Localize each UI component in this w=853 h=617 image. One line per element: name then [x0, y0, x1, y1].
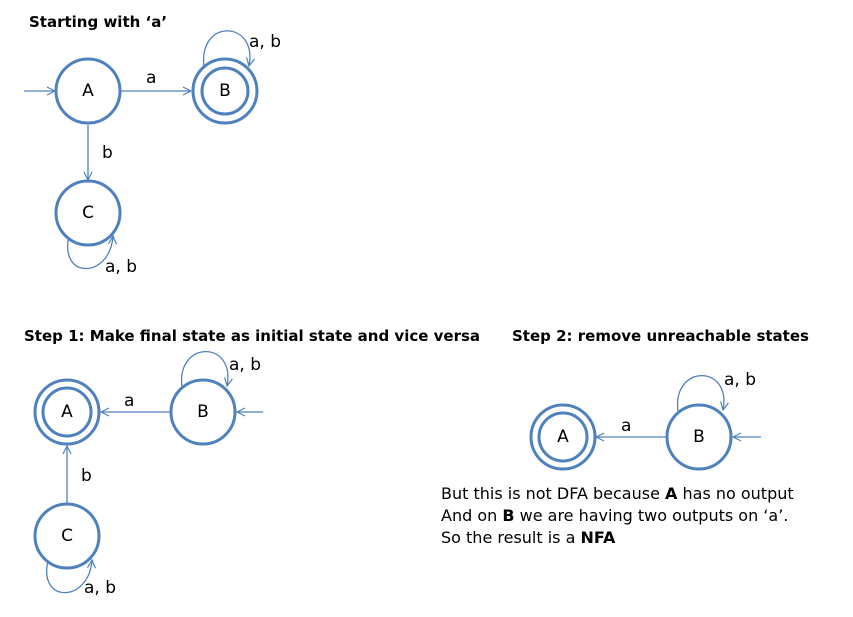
state-label-B: B [219, 81, 231, 101]
step1-automaton: Step 1: Make final state as initial stat… [24, 327, 480, 598]
state-C [54, 179, 122, 247]
loop-label-C-step1: a, b [84, 578, 116, 598]
note-text: And on [441, 506, 503, 525]
loop-label-B-step1: a, b [229, 355, 261, 375]
edge-label-B-to-A-step2: a [621, 416, 631, 436]
step2-automaton: Step 2: remove unreachable states a a, b… [512, 327, 809, 471]
loop-B-step2 [677, 375, 724, 411]
state-label-B-step2: B [693, 427, 705, 447]
note-bold-NFA: NFA [580, 528, 616, 547]
original-title: Starting with ‘a’ [29, 13, 167, 31]
loop-C [67, 231, 113, 270]
state-A-final-inner-step2 [537, 411, 589, 463]
edge-label-B-to-A: a [124, 391, 134, 411]
state-B-final-inner [200, 66, 250, 116]
state-label-C-step1: C [61, 526, 73, 546]
edge-label-A-to-B: a [146, 68, 156, 88]
state-label-B-step1: B [197, 402, 209, 422]
state-B-step1 [169, 378, 237, 446]
note-text: But this is not DFA because [441, 484, 666, 503]
state-label-A-step2: A [557, 427, 569, 447]
state-label-A: A [82, 81, 94, 101]
note-text: So the result is a [441, 528, 581, 547]
loop-label-B-step2: a, b [724, 370, 756, 390]
state-label-C: C [82, 203, 94, 223]
note-bold-A: A [665, 484, 678, 503]
state-C-step1 [33, 502, 101, 570]
edge-label-C-to-A: b [81, 466, 92, 486]
loop-B [203, 30, 250, 67]
loop-B-step1 [181, 351, 228, 387]
loop-label-B: a, b [249, 32, 281, 52]
state-A [54, 57, 122, 125]
state-label-A-step1: A [61, 402, 73, 422]
note-line-3: So the result is a NFA [441, 527, 794, 549]
loop-C-step1 [46, 556, 92, 594]
note-text: has no output [677, 484, 794, 503]
loop-label-C: a, b [105, 257, 137, 277]
edge-label-A-to-C: b [102, 143, 113, 163]
note-text: we are having two outputs on ‘a’. [514, 506, 789, 525]
conclusion-note: But this is not DFA because A has no out… [441, 483, 794, 549]
note-bold-B: B [502, 506, 515, 525]
step2-title: Step 2: remove unreachable states [512, 327, 809, 345]
step1-title: Step 1: Make final state as initial stat… [24, 327, 480, 345]
state-B-step2 [665, 403, 733, 471]
note-line-1: But this is not DFA because A has no out… [441, 483, 794, 505]
original-automaton: Starting with ‘a’ a b a, b a, b A B C [24, 13, 281, 277]
state-A-final-inner [41, 386, 93, 438]
note-line-2: And on B we are having two outputs on ‘a… [441, 505, 794, 527]
